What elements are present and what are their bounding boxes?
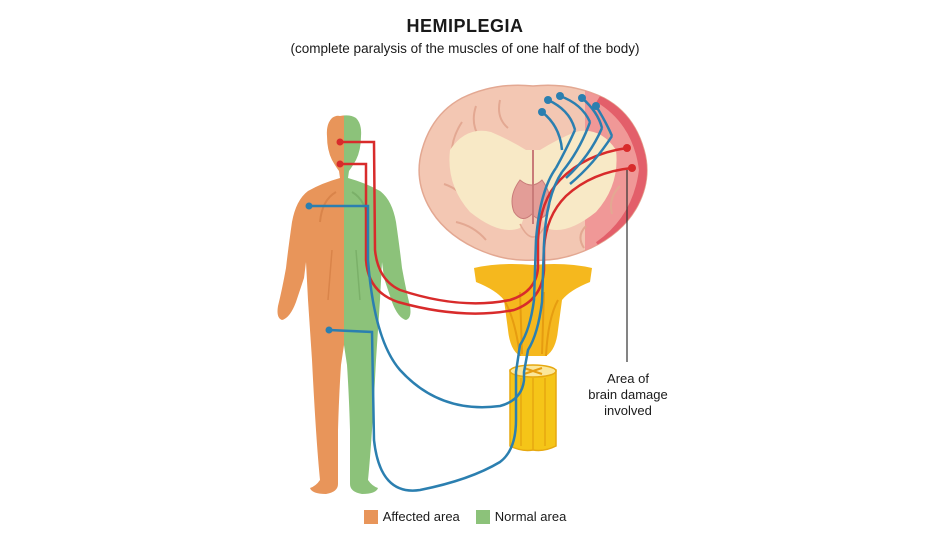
motor-pathways (336, 138, 636, 315)
pathway-endpoint (336, 160, 344, 168)
pathway-endpoint (336, 138, 344, 146)
pathway-endpoint (325, 326, 333, 334)
pathway-endpoint (628, 164, 636, 172)
legend-label: Affected area (382, 509, 460, 524)
pathway-endpoint (538, 108, 546, 116)
pathway-endpoint (305, 202, 313, 210)
legend-item-affected: Affected area (363, 509, 460, 524)
pathway-endpoint (592, 102, 600, 110)
pathway-endpoint (556, 92, 564, 100)
diagram-subtitle: (complete paralysis of the muscles of on… (290, 41, 640, 56)
sensory-pathways (305, 92, 614, 492)
legend-label: Normal area (494, 509, 567, 524)
legend: Affected area Normal area (0, 509, 930, 524)
legend-item-normal: Normal area (475, 509, 567, 524)
annotation-line: involved (604, 403, 652, 418)
affected-swatch (363, 509, 378, 524)
pathway-endpoint (623, 144, 631, 152)
brain-damage-annotation: Area of brain damage involved (578, 371, 678, 419)
pathway-endpoint (544, 96, 552, 104)
pathway-endpoint (578, 94, 586, 102)
annotation-line: brain damage (588, 387, 668, 402)
affected-half-of-body (277, 115, 344, 494)
human-body (277, 115, 411, 494)
normal-swatch (475, 509, 490, 524)
diagram-title: HEMIPLEGIA (406, 16, 524, 36)
annotation-line: Area of (607, 371, 649, 386)
